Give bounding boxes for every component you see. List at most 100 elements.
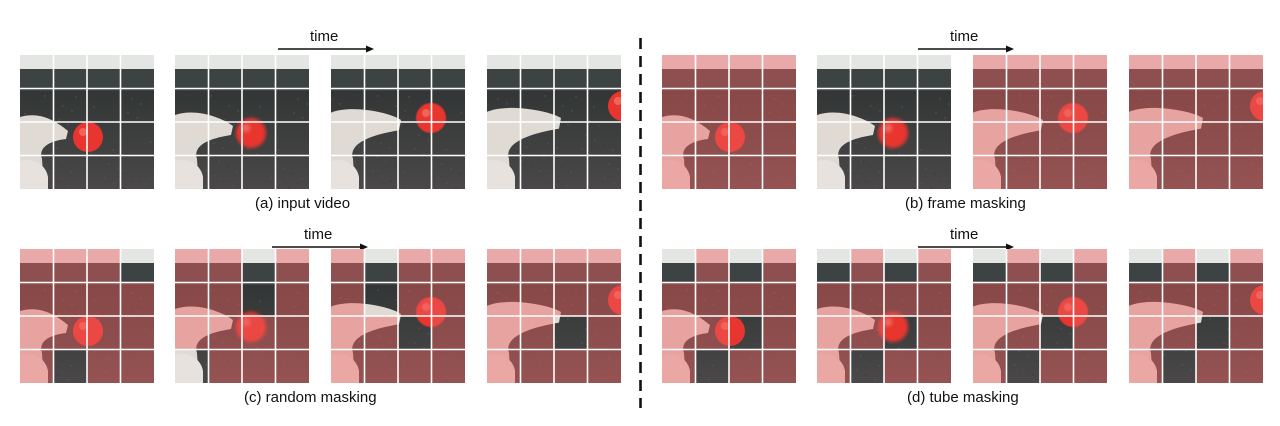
masked-patch [973, 88, 1007, 122]
visible-patch [884, 249, 918, 283]
caption-input-video: (a) input video [255, 195, 351, 212]
masked-patch [762, 88, 796, 122]
video-frame-4 [487, 55, 621, 189]
visible-patch [365, 55, 399, 89]
masked-patch [431, 316, 465, 350]
visible-patch [54, 55, 88, 89]
masked-patch [431, 349, 465, 383]
visible-patch [87, 156, 121, 190]
video-frame-2 [817, 55, 951, 189]
visible-patch [432, 122, 466, 156]
visible-patch [121, 55, 155, 89]
visible-patch [432, 89, 466, 123]
masked-patch [1129, 349, 1163, 383]
masked-patch [1196, 55, 1230, 89]
frame-sequence [662, 249, 1263, 383]
visible-patch [365, 89, 399, 123]
masked-patch [120, 282, 154, 316]
video-frame-4 [1129, 55, 1263, 189]
visible-patch [432, 55, 466, 89]
visible-patch [1007, 350, 1041, 384]
visible-patch [1040, 316, 1074, 350]
masked-patch [1162, 249, 1196, 283]
time-label: time [950, 28, 979, 45]
masked-patch [87, 349, 121, 383]
video-frame-3 [973, 249, 1107, 383]
masked-patch [729, 55, 763, 89]
time-label: time [304, 226, 333, 243]
patch-grid [662, 55, 796, 189]
visible-patch [398, 89, 432, 123]
visible-patch [365, 249, 399, 283]
masked-patch [973, 349, 1007, 383]
masked-patch [817, 316, 851, 350]
visible-patch [588, 89, 622, 123]
visible-patch [918, 122, 952, 156]
panel-random-masking: time (c) random masking [20, 222, 621, 412]
masked-patch [662, 88, 696, 122]
visible-patch [817, 249, 851, 283]
time-indicator: time [270, 226, 370, 251]
visible-patch [588, 156, 622, 190]
masked-patch [20, 316, 54, 350]
masked-patch [487, 316, 521, 350]
visible-patch [918, 89, 952, 123]
visible-patch [54, 350, 88, 384]
masked-patch [973, 122, 1007, 156]
patch-grid [175, 55, 309, 189]
masked-patch [1040, 88, 1074, 122]
masked-patch [695, 88, 729, 122]
visible-patch [54, 122, 88, 156]
masked-patch [520, 349, 554, 383]
masked-patch [884, 282, 918, 316]
masked-patch [850, 316, 884, 350]
visible-patch [175, 156, 209, 190]
masked-patch [208, 349, 242, 383]
masked-patch [587, 316, 621, 350]
visible-patch [662, 249, 696, 283]
patch-grid [20, 249, 154, 383]
masked-patch [850, 249, 884, 283]
masked-patch [762, 122, 796, 156]
video-frame-2 [175, 55, 309, 189]
masked-patch [331, 249, 365, 283]
visible-patch [851, 350, 885, 384]
masked-patch [1162, 88, 1196, 122]
masked-patch [729, 282, 763, 316]
masked-patch [695, 155, 729, 189]
visible-patch [729, 316, 763, 350]
visible-patch [554, 316, 588, 350]
masked-patch [275, 282, 309, 316]
masked-patch [487, 249, 521, 283]
video-frame-3 [973, 55, 1107, 189]
visible-patch [87, 122, 121, 156]
visible-patch [398, 55, 432, 89]
masked-patch [20, 349, 54, 383]
visible-patch [242, 89, 276, 123]
masked-patch [1129, 316, 1163, 350]
masked-patch [695, 316, 729, 350]
masked-patch [520, 316, 554, 350]
masked-patch [331, 282, 365, 316]
masked-patch [208, 316, 242, 350]
masked-patch [1006, 88, 1040, 122]
video-frame-2 [817, 249, 951, 383]
visible-patch [1040, 249, 1074, 283]
masked-patch [1040, 122, 1074, 156]
masked-patch [817, 349, 851, 383]
patch-grid [487, 55, 621, 189]
masked-patch [917, 316, 951, 350]
panel-divider [639, 38, 642, 408]
masked-patch [1229, 122, 1263, 156]
video-frame-3 [331, 249, 465, 383]
video-frame-1 [662, 249, 796, 383]
masked-patch [587, 282, 621, 316]
masked-patch [587, 249, 621, 283]
patch-grid [817, 249, 951, 383]
patch-grid [1129, 55, 1263, 189]
masked-patch [487, 282, 521, 316]
masked-patch [973, 282, 1007, 316]
time-indicator: time [916, 28, 1016, 53]
visible-patch [331, 122, 365, 156]
masked-patch [1006, 155, 1040, 189]
